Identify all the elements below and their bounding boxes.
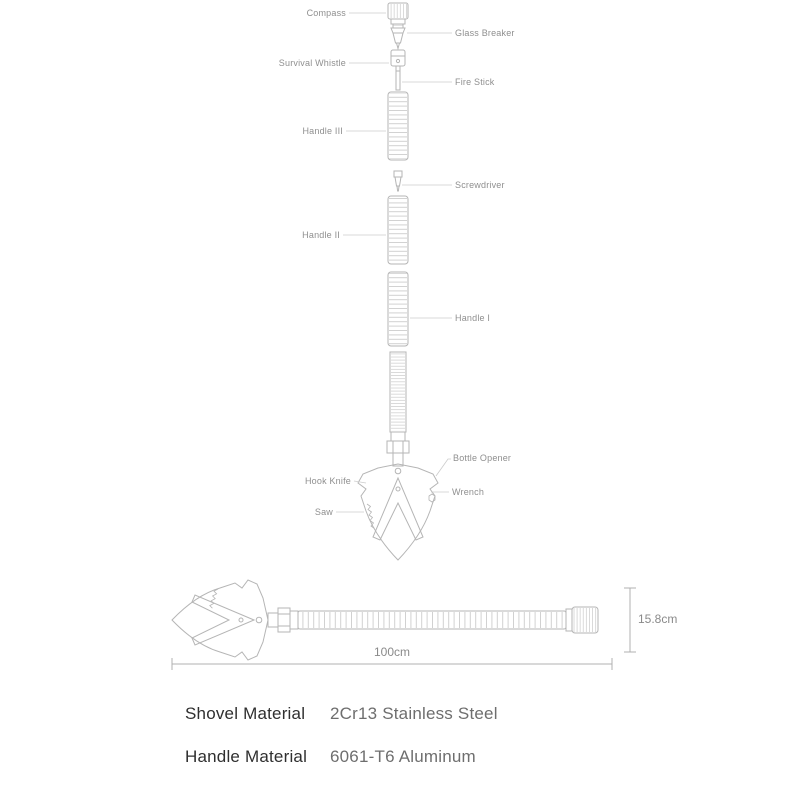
label-compass: Compass <box>306 8 346 18</box>
wrench-cutout <box>428 493 436 503</box>
handle-2-part <box>387 195 409 265</box>
assembled-shaft <box>297 610 567 630</box>
fire-stick-part <box>395 65 401 91</box>
label-hook-knife: Hook Knife <box>304 476 351 486</box>
handle-1-part <box>387 271 409 347</box>
spec-row-shovel-material: Shovel Material 2Cr13 Stainless Steel <box>185 704 498 724</box>
label-fire-stick: Fire Stick <box>455 77 495 87</box>
screwdriver-part <box>393 170 403 192</box>
spec-row-handle-material: Handle Material 6061-T6 Aluminum <box>185 747 498 767</box>
label-glass-breaker: Glass Breaker <box>455 28 515 38</box>
label-saw: Saw <box>314 507 333 517</box>
lower-shaft-part <box>389 351 407 433</box>
leader-lines <box>336 12 452 513</box>
spec-label: Shovel Material <box>185 704 306 723</box>
exploded-view <box>357 2 439 561</box>
assembled-collar <box>267 607 299 633</box>
assembled-view <box>171 579 599 661</box>
dimension-lines <box>171 587 636 670</box>
spec-label: Handle Material <box>185 747 308 766</box>
label-handle-2: Handle II <box>302 230 340 240</box>
label-handle-3: Handle III <box>302 126 343 136</box>
survival-whistle-part <box>390 49 406 67</box>
dimension-length: 100cm <box>373 645 411 659</box>
handle-3-part <box>387 91 409 161</box>
dimension-width: 15.8cm <box>638 612 678 626</box>
connector-collar-part <box>386 431 410 467</box>
saw-teeth <box>366 503 375 529</box>
label-wrench: Wrench <box>452 487 485 497</box>
assembled-end-cap <box>565 606 599 634</box>
shovel-head-part <box>357 463 439 561</box>
label-survival-whistle: Survival Whistle <box>278 58 346 68</box>
label-screwdriver: Screwdriver <box>455 180 505 190</box>
label-bottle-opener: Bottle Opener <box>453 453 512 463</box>
spec-table: Shovel Material 2Cr13 Stainless Steel Ha… <box>185 704 498 767</box>
label-handle-1: Handle I <box>455 313 491 323</box>
spec-value: 6061-T6 Aluminum <box>330 747 476 766</box>
assembled-head <box>171 579 269 661</box>
compass-part <box>387 2 409 29</box>
glass-breaker-part <box>390 27 406 51</box>
spec-value: 2Cr13 Stainless Steel <box>330 704 498 723</box>
